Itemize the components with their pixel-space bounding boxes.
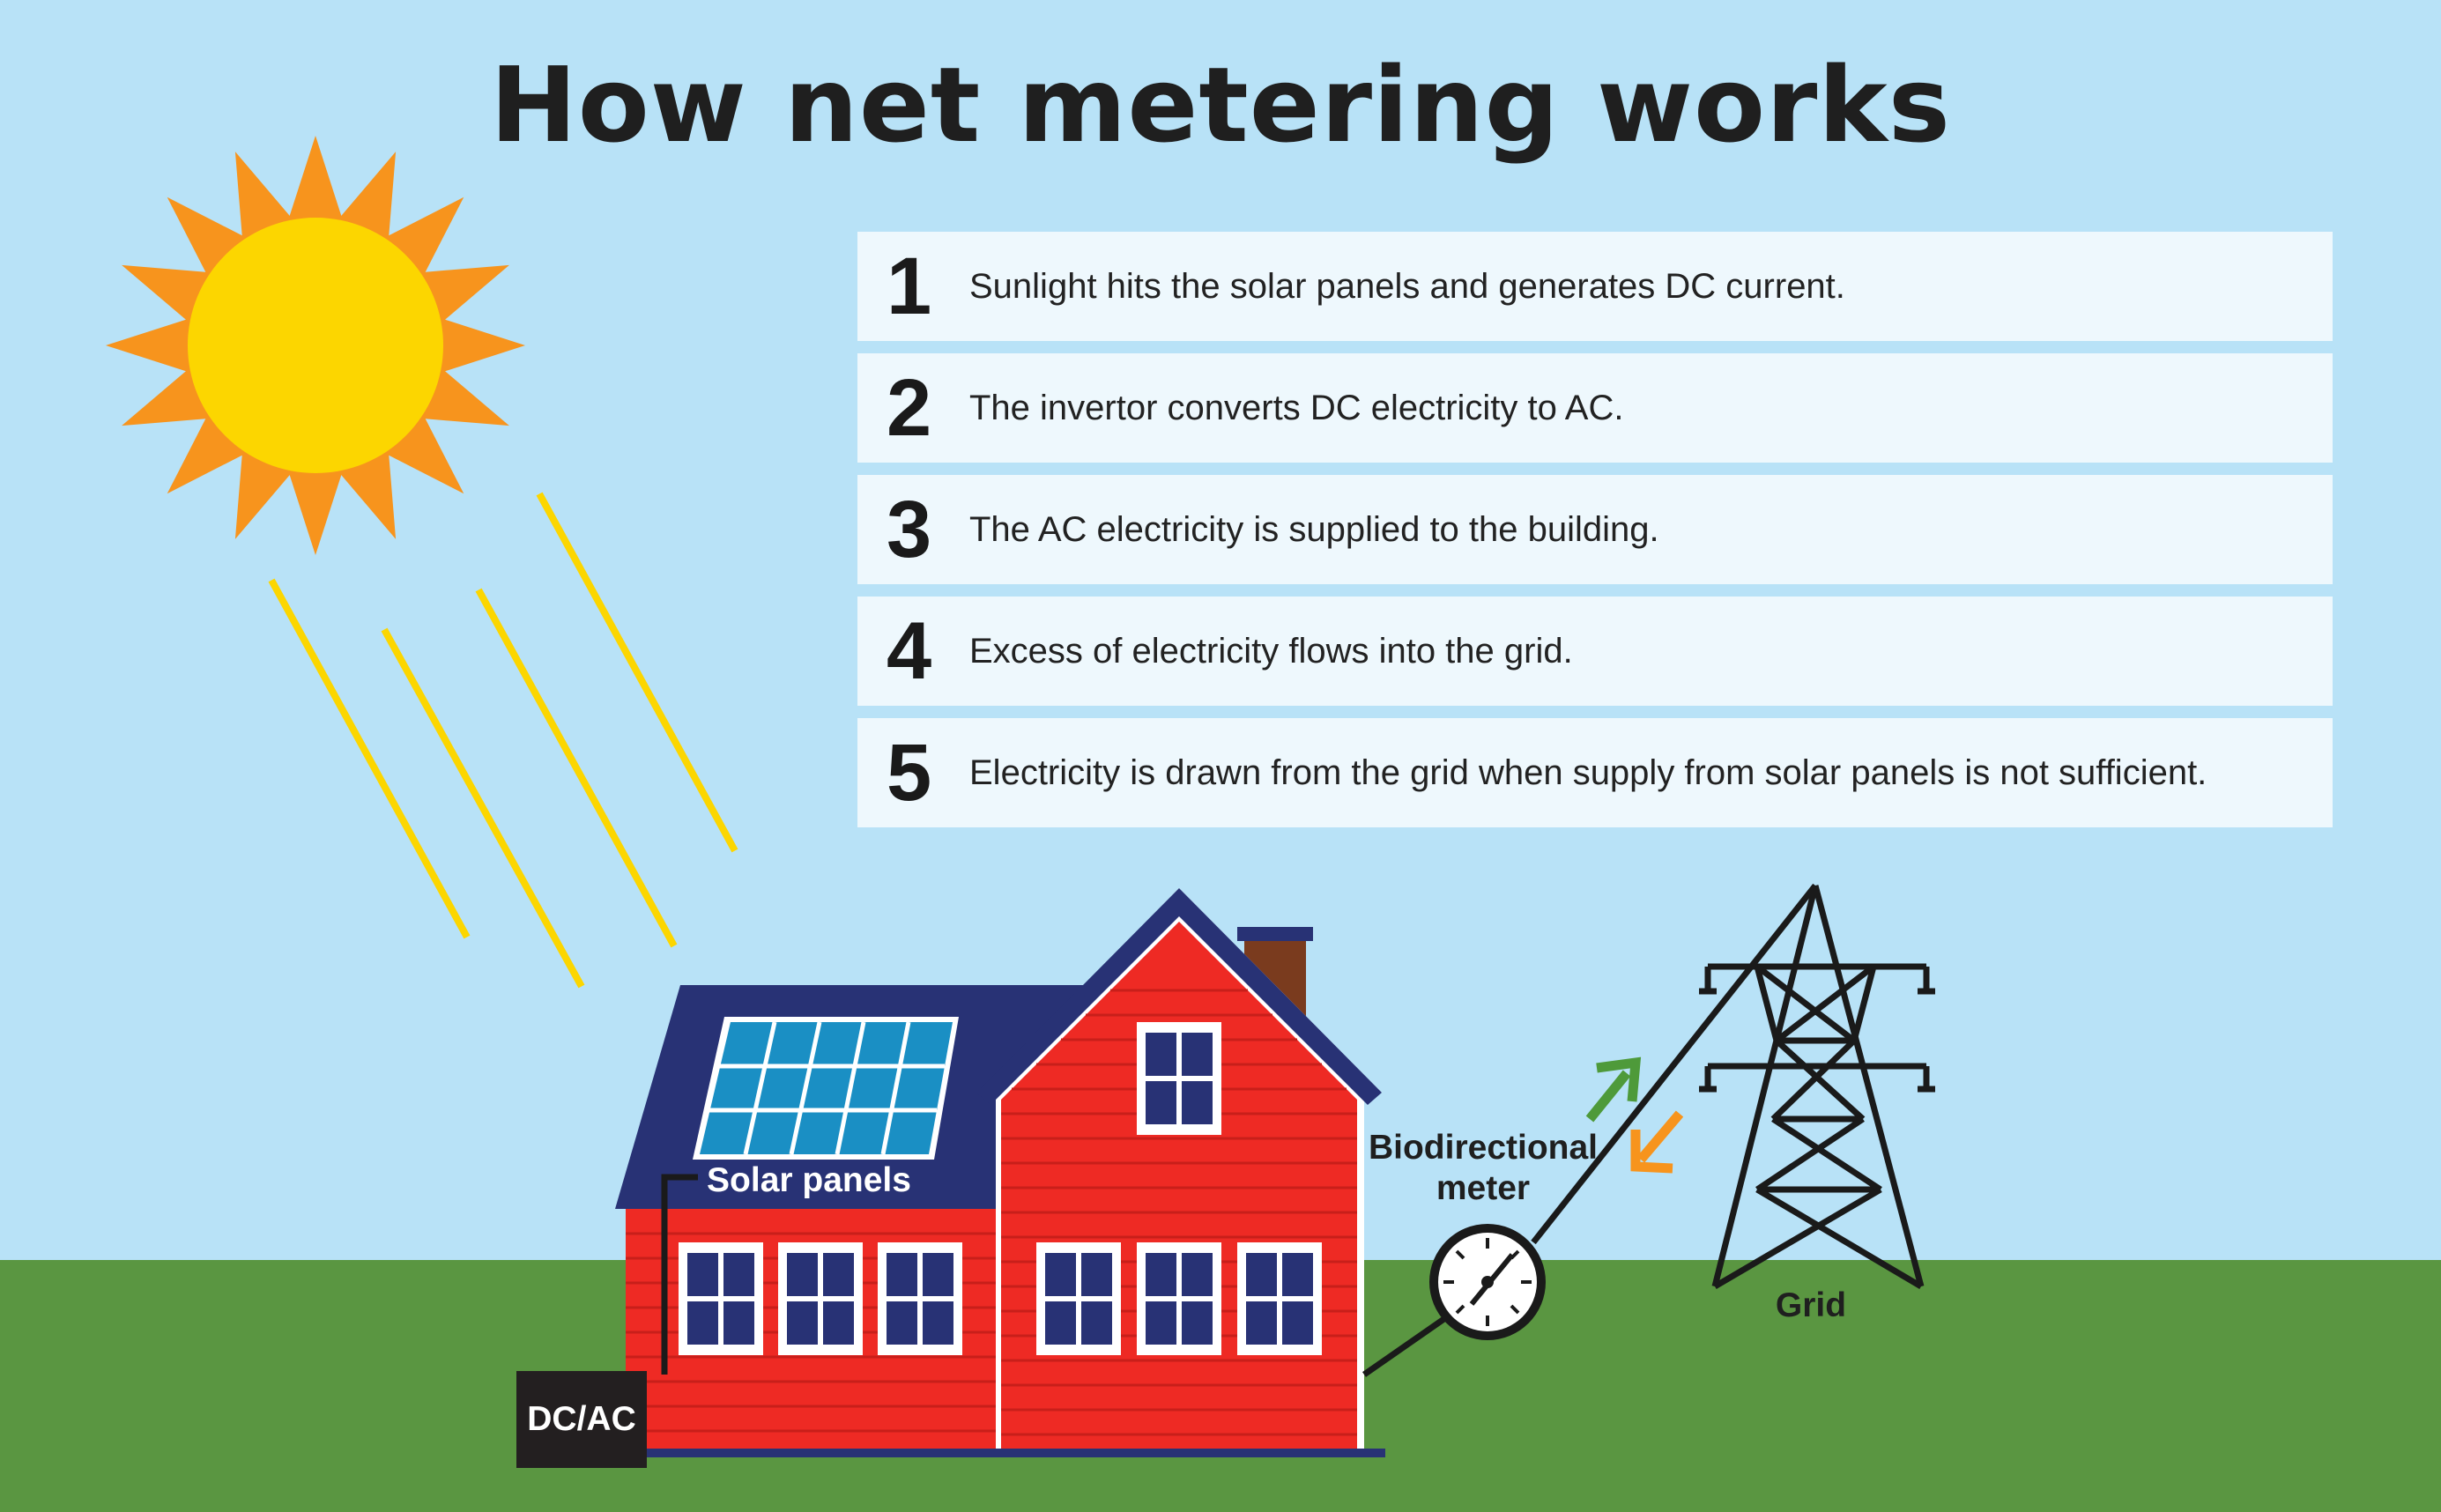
step-number: 1	[887, 241, 932, 331]
meter-icon	[1429, 1224, 1546, 1340]
wires	[661, 883, 1818, 1377]
grid-label: Grid	[1775, 1286, 1847, 1324]
step-item-1: 1 Sunlight hits the solar panels and gen…	[857, 232, 2333, 341]
inverter-label: DC/AC	[527, 1400, 636, 1438]
step-item-2: 2 The invertor converts DC electricity t…	[857, 353, 2333, 463]
step-text: The AC electricity is supplied to the bu…	[969, 510, 1659, 549]
step-text: Sunlight hits the solar panels and gener…	[969, 267, 1845, 306]
step-item-5: 5 Electricity is drawn from the grid whe…	[857, 718, 2333, 827]
step-number: 4	[887, 606, 932, 696]
step-text: The invertor converts DC electricity to …	[969, 389, 1624, 427]
inverter-icon	[516, 1371, 647, 1468]
step-item-3: 3 The AC electricity is supplied to the …	[857, 475, 2333, 584]
step-item-4: 4 Excess of electricity flows into the g…	[857, 597, 2333, 706]
meter-label-line2: meter	[1436, 1169, 1531, 1207]
steps-list: 1 Sunlight hits the solar panels and gen…	[857, 232, 2333, 840]
meter-label-line1: Biodirectional	[1368, 1129, 1599, 1167]
sun-icon	[106, 136, 525, 555]
step-text: Electricity is drawn from the grid when …	[969, 753, 2207, 792]
sunbeams	[268, 492, 738, 989]
step-number: 2	[887, 363, 932, 453]
meter-label: Biodirectional meter	[1355, 1128, 1611, 1209]
page-title: How net metering works	[489, 44, 1952, 166]
step-number: 3	[887, 485, 932, 574]
solar-panel-icon	[693, 1017, 959, 1160]
power-tower-icon	[1699, 885, 1935, 1290]
solar-panels-label: Solar panels	[707, 1161, 911, 1199]
step-text: Excess of electricity flows into the gri…	[969, 632, 1573, 671]
house-icon	[615, 888, 1385, 1457]
arrow-export-icon	[1585, 1056, 1642, 1123]
arrow-import-icon	[1630, 1110, 1684, 1174]
step-number: 5	[887, 728, 932, 818]
